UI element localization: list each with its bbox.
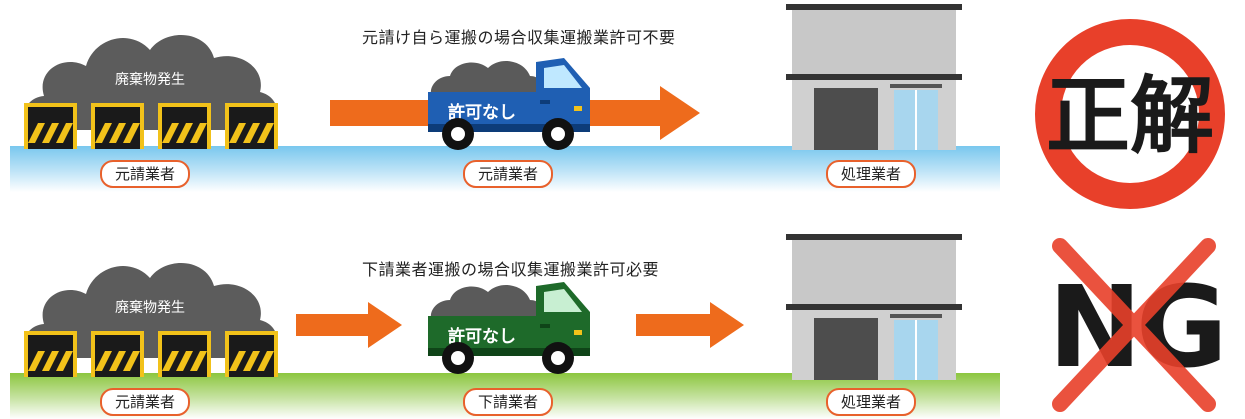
- shutter: [814, 318, 878, 380]
- barrier-row: [24, 331, 278, 377]
- barrier: [24, 103, 77, 149]
- waste-label: 廃棄物発生: [115, 71, 185, 88]
- verdict-correct: 正解: [1035, 19, 1225, 209]
- wheel: [442, 342, 474, 374]
- truck: 許可なし: [428, 282, 590, 374]
- transport-arrow: [636, 302, 744, 348]
- wheel: [442, 118, 474, 150]
- role-label-transporter: 元請業者: [463, 160, 554, 188]
- role-label-processor: 処理業者: [826, 160, 917, 188]
- processing-building: [786, 4, 962, 150]
- barrier: [225, 331, 278, 377]
- handover-arrow: [296, 302, 402, 348]
- truck-window: [544, 289, 582, 312]
- barrier: [158, 331, 211, 377]
- correct-circle-mark: [1035, 19, 1225, 209]
- verdict-ng: NG: [1048, 238, 1228, 412]
- barrier: [91, 331, 144, 377]
- waste-cloud: [24, 263, 278, 358]
- role-label-processor: 処理業者: [826, 388, 917, 416]
- role-label-contractor: 元請業者: [100, 160, 191, 188]
- role-label-transporter: 下請業者: [463, 388, 554, 416]
- shutter: [814, 88, 878, 150]
- truck-label: 許可なし: [448, 102, 516, 123]
- waste-cloud: [24, 35, 278, 130]
- case-caption: 下請業者運搬の場合収集運搬業許可必要: [362, 260, 660, 279]
- verdict-text: 正解: [1046, 67, 1214, 165]
- barrier-row: [24, 103, 278, 149]
- wheel: [542, 118, 574, 150]
- truck: 許可なし: [428, 58, 590, 150]
- processing-building: [786, 234, 962, 380]
- ng-cross-mark: [1052, 238, 1216, 412]
- truck-load: [430, 285, 544, 324]
- truck-label: 許可なし: [448, 326, 516, 347]
- barrier: [91, 103, 144, 149]
- case-caption: 元請け自ら運搬の場合収集運搬業許可不要: [362, 28, 676, 47]
- waste-site: 廃棄物発生: [24, 263, 278, 377]
- truck-window: [544, 65, 582, 88]
- barrier: [225, 103, 278, 149]
- role-label-contractor: 元請業者: [100, 388, 191, 416]
- barrier: [158, 103, 211, 149]
- waste-site: 廃棄物発生: [24, 35, 278, 149]
- waste-label: 廃棄物発生: [115, 299, 185, 316]
- wheel: [542, 342, 574, 374]
- barrier: [24, 331, 77, 377]
- correct-case-row: 元請け自ら運搬の場合収集運搬業許可不要 廃棄物発生: [0, 0, 1245, 209]
- truck-load: [430, 61, 544, 100]
- ng-case-row: 下請業者運搬の場合収集運搬業許可必要 廃棄物発生: [0, 210, 1245, 419]
